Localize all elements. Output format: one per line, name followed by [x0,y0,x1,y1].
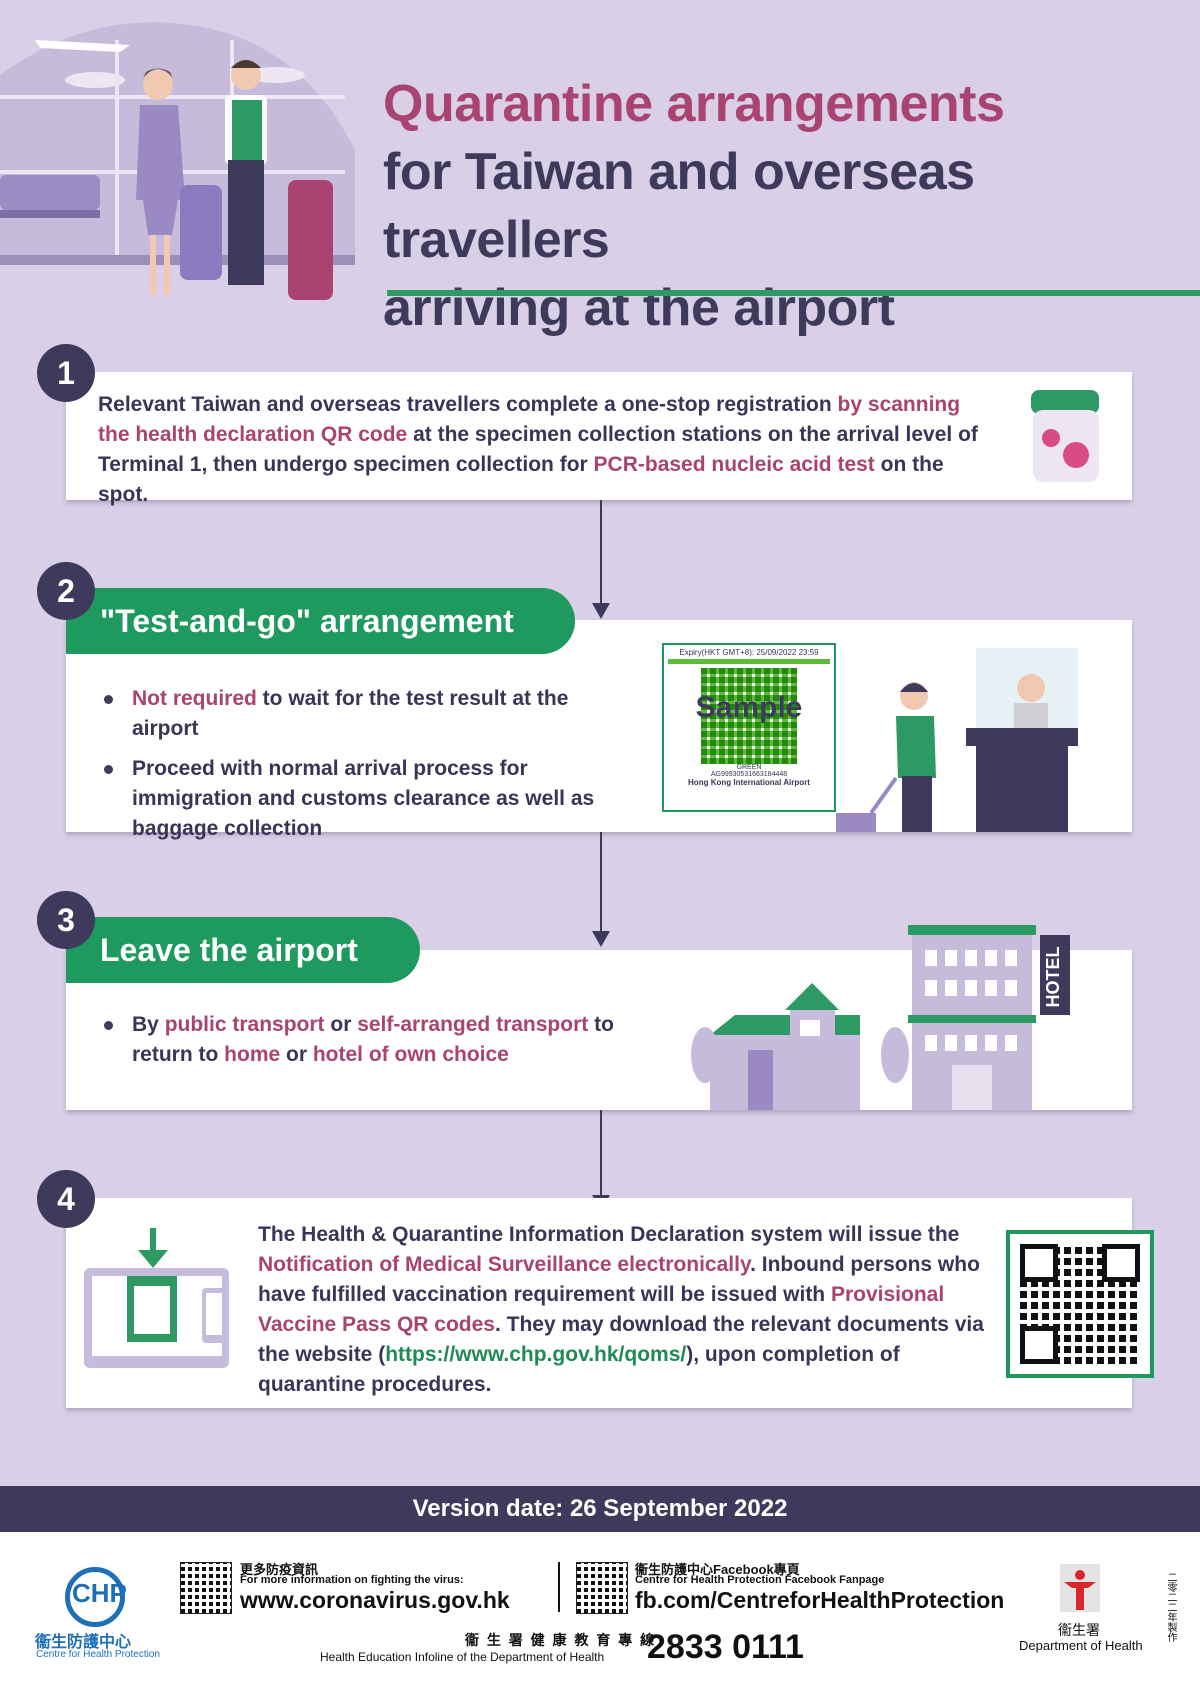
title-line-1: Quarantine arrangements [383,75,1005,133]
step-1-text: Relevant Taiwan and overseas travellers … [98,393,978,506]
qoms-link[interactable]: https://www.chp.gov.hk/qoms/ [385,1343,687,1366]
title-line-2: for Taiwan and overseas travellers [383,143,975,269]
step-4-badge: 4 [37,1170,95,1228]
list-item: Proceed with normal arrival process for … [98,754,618,844]
sample-pass-card: Expiry(HKT GMT+8): 25/09/2022 23:59 Samp… [662,643,836,812]
immigration-counter-illustration [836,648,1078,832]
connector-arrow-3 [600,1110,602,1196]
divider [558,1562,560,1612]
step-1-badge: 1 [37,344,95,402]
step-2-card: Not required to wait for the test result… [66,620,1132,840]
specimen-bottle-icon [1031,390,1099,482]
airport-illustration [0,22,355,300]
step-2-heading: "Test-and-go" arrangement [66,588,575,654]
download-computer-icon [84,1228,229,1368]
step-3-bullets: By public transport or self-arranged tra… [98,1010,638,1080]
hotline-number[interactable]: 2833 0111 [647,1628,804,1666]
title-underline [387,290,1200,296]
home-hotel-illustration: HOTEL [691,925,1070,1110]
step-4-card: The Health & Quarantine Information Decl… [66,1198,1154,1408]
chp-logo-icon [65,1567,125,1627]
facebook-link[interactable]: fb.com/CentreforHealthProtection [635,1587,1005,1613]
step-3-badge: 3 [37,891,95,949]
qr-code-icon[interactable] [1006,1230,1154,1378]
arrow-down-icon [592,603,610,619]
list-item: Not required to wait for the test result… [98,684,618,744]
footer: CHP 衞生防護中心 Centre for Health Protection … [0,1532,1200,1697]
title-line-3: arriving at the airport [383,279,895,337]
hotel-sign-text: HOTEL [1043,946,1063,1007]
version-date: Version date: 26 September 2022 [0,1486,1200,1532]
department-of-health-logo-icon [1060,1564,1100,1612]
qr-code-icon[interactable] [180,1562,232,1614]
step-4-text: The Health & Quarantine Information Decl… [258,1223,984,1396]
production-note: 二零二二年製作 [1165,1572,1176,1642]
step-1-card: Relevant Taiwan and overseas travellers … [66,372,1132,506]
page-title: Quarantine arrangements for Taiwan and o… [383,70,1183,342]
connector-arrow-2 [600,832,602,932]
list-item: By public transport or self-arranged tra… [98,1010,638,1070]
sample-stamp: Sample [695,691,803,724]
step-2-badge: 2 [37,562,95,620]
coronavirus-link[interactable]: www.coronavirus.gov.hk [240,1587,510,1613]
chp-logo-text: CHP [72,1578,127,1608]
arrow-down-icon [592,931,610,947]
chp-name-cn: 衞生防護中心 [35,1634,132,1651]
step-3-heading: Leave the airport [66,917,420,983]
connector-arrow-1 [600,500,602,604]
step-2-bullets: Not required to wait for the test result… [98,684,618,854]
qr-code-icon[interactable] [576,1562,628,1614]
chp-name-en: Centre for Health Protection [36,1649,160,1660]
qr-code-icon [701,668,797,764]
